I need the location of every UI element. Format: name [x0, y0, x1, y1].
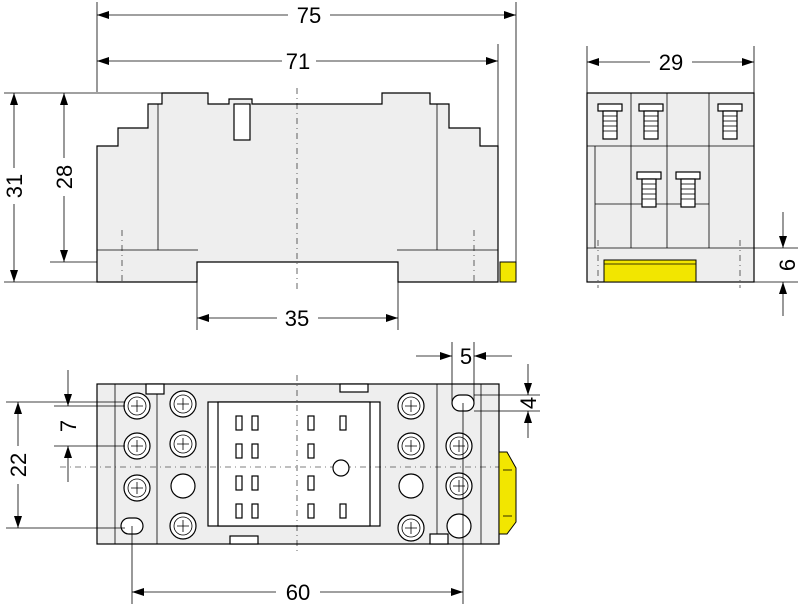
dim-body-height: 28: [50, 93, 97, 263]
front-view-body: [96, 92, 499, 283]
terminal-screw: [397, 514, 425, 542]
dim-body-width: 71: [97, 44, 499, 146]
plan-view-latch: [498, 451, 517, 535]
dim-label-5: 5: [460, 344, 472, 369]
dim-side-width: 29: [586, 46, 755, 93]
terminal-hole: [398, 473, 424, 499]
dim-overall-height: 31: [2, 92, 162, 283]
dim-label-31: 31: [2, 174, 27, 198]
dim-latch-height: 6: [754, 212, 800, 316]
dim-rail-width: 35: [196, 282, 399, 331]
terminal-screw: [169, 430, 197, 458]
dim-terminal-pitch: 7: [54, 370, 125, 482]
terminal-screw: [123, 392, 151, 420]
front-view: [96, 88, 517, 290]
dim-label-35: 35: [285, 306, 309, 331]
dim-label-7: 7: [56, 420, 81, 432]
terminal-screw: [123, 432, 151, 460]
dim-label-4: 4: [516, 397, 541, 409]
terminal-hole: [446, 513, 472, 539]
dim-label-22: 22: [6, 453, 31, 477]
dim-slot-width: 5: [416, 342, 512, 403]
terminal-screw: [169, 512, 197, 540]
dim-mount-spacing: 60: [131, 403, 464, 605]
side-view-screw: [638, 103, 664, 140]
dim-slot-height: 4: [474, 364, 541, 438]
dim-overall-width: 75: [96, 2, 517, 262]
dim-label-75: 75: [297, 3, 321, 28]
side-view-latch: [603, 259, 697, 283]
terminal-screw: [445, 472, 473, 500]
terminal-screw: [397, 432, 425, 460]
terminal-screw: [445, 432, 473, 460]
terminal-screw: [169, 390, 197, 418]
dim-label-28: 28: [52, 165, 77, 189]
socket-pin-group: [235, 415, 350, 519]
plan-view: [60, 375, 520, 552]
side-view-screw: [717, 103, 743, 140]
front-view-latch: [499, 261, 517, 283]
terminal-hole: [170, 473, 196, 499]
side-view-screw: [636, 171, 662, 208]
terminal-screw: [397, 392, 425, 420]
terminal-screw: [123, 474, 151, 502]
dim-plan-height: 22: [6, 401, 125, 529]
dim-label-71: 71: [286, 49, 310, 74]
dim-label-29: 29: [659, 50, 683, 75]
dim-label-6: 6: [775, 259, 800, 271]
side-view: [586, 92, 755, 288]
front-view-release-tab: [233, 103, 251, 141]
dim-label-60: 60: [286, 580, 310, 605]
side-view-screw: [597, 103, 623, 140]
side-view-screw: [675, 171, 701, 208]
